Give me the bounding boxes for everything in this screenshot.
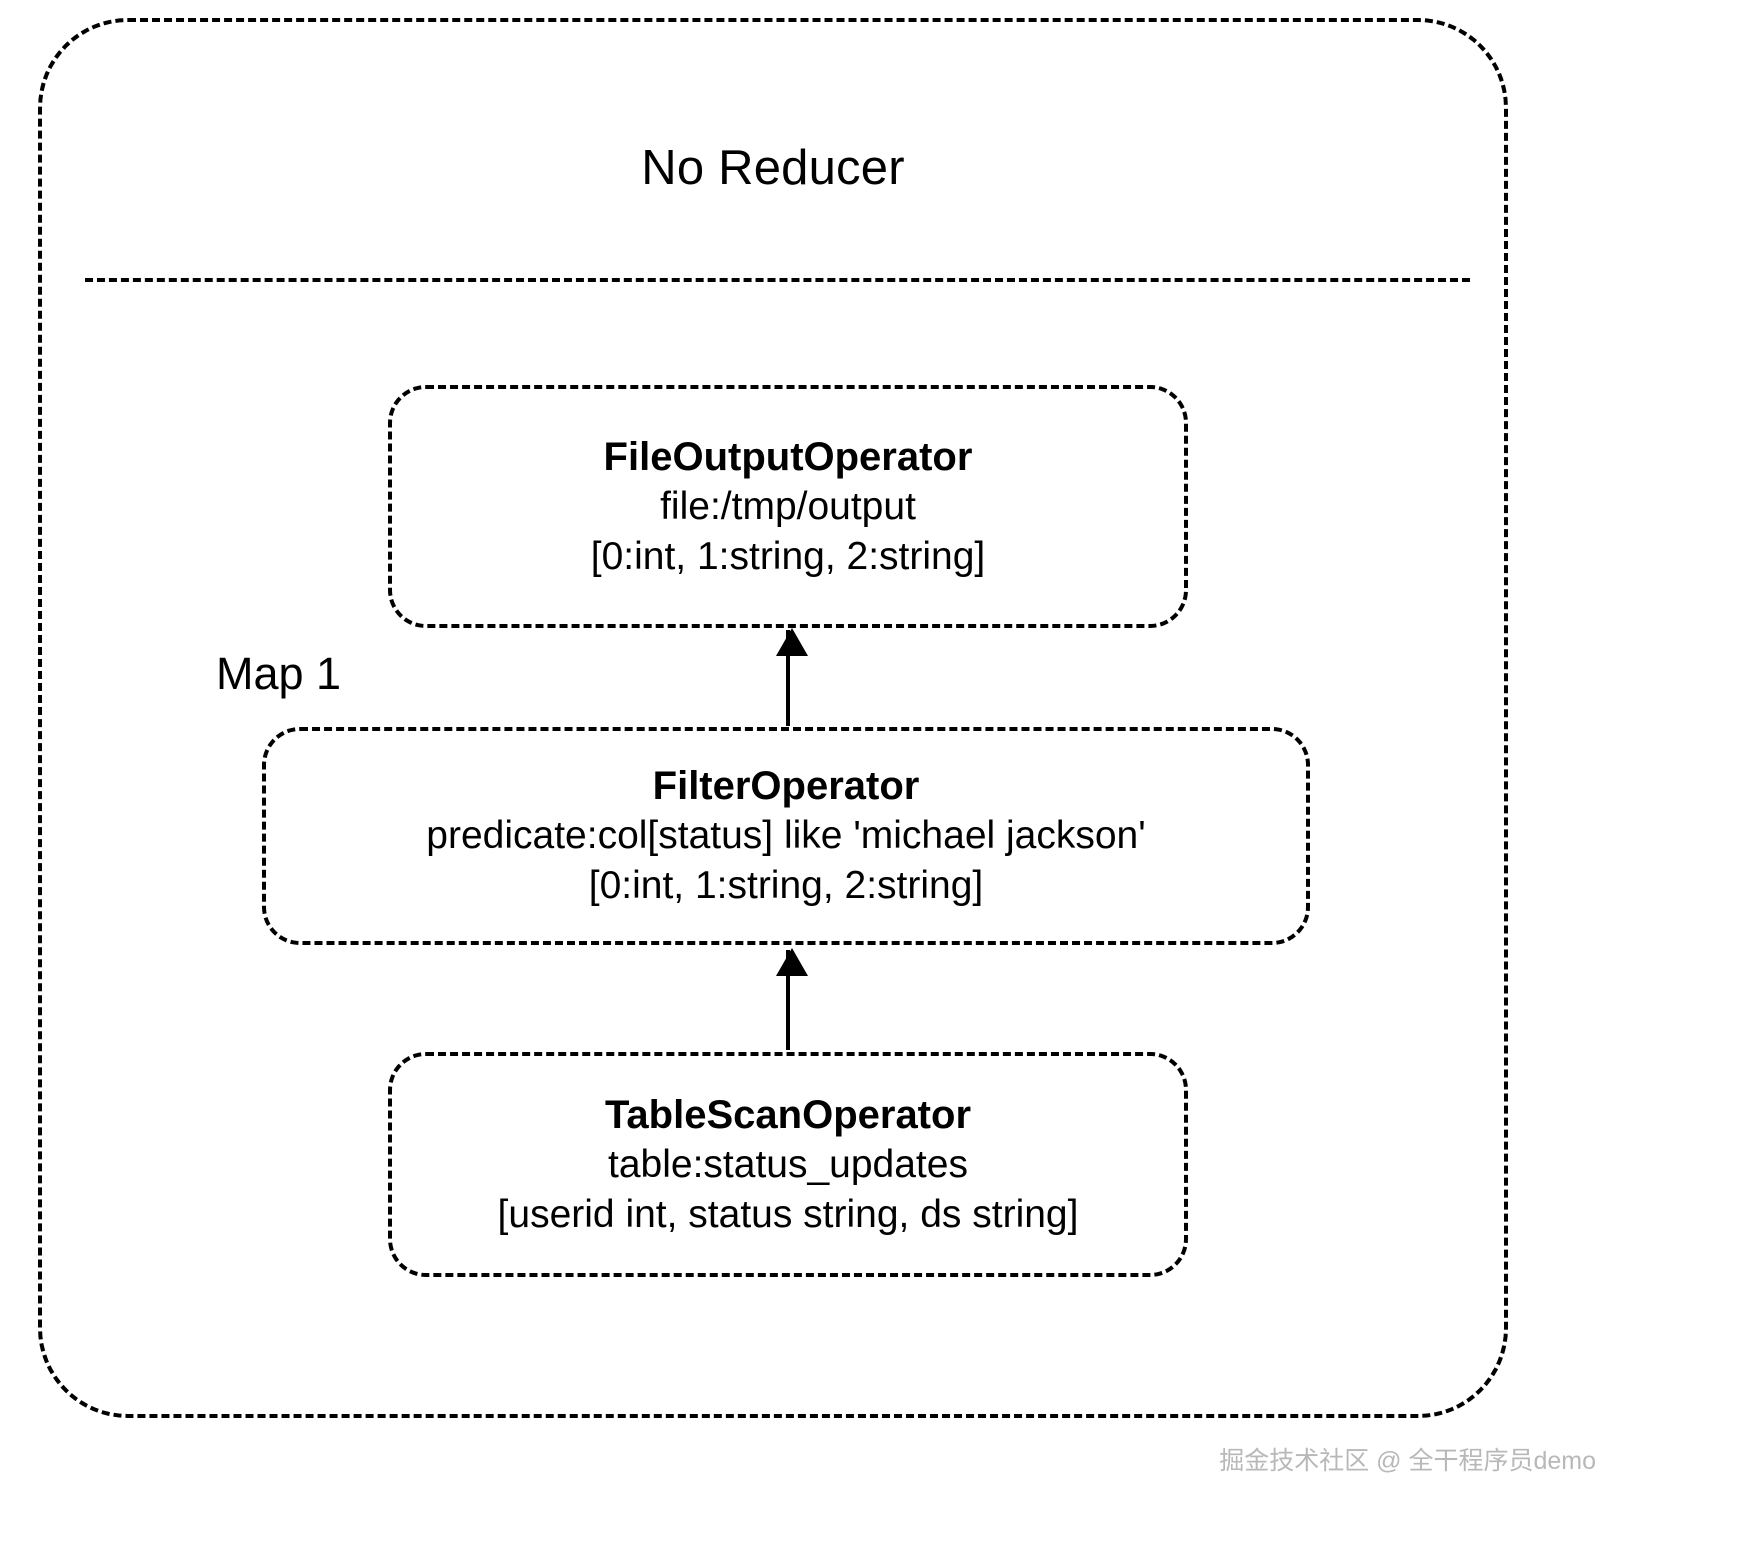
- node-detail-file-output-operator: file:/tmp/output: [660, 484, 916, 528]
- stage-title: No Reducer: [641, 141, 905, 195]
- node-title-filter-operator: FilterOperator: [652, 764, 920, 808]
- node-schema-file-output-operator: [0:int, 1:string, 2:string]: [590, 534, 986, 578]
- node-detail-filter-operator: predicate:col[status] like 'michael jack…: [426, 814, 1146, 857]
- edge-filter-to-file-output-arrow-icon: [776, 628, 808, 726]
- edge-table-scan-to-filter-arrow-icon: [776, 948, 808, 1050]
- node-file-output-operator[interactable]: FileOutputOperator file:/tmp/output [0:i…: [388, 385, 1188, 628]
- node-schema-table-scan-operator: [userid int, status string, ds string]: [497, 1192, 1079, 1236]
- node-title-table-scan-operator: TableScanOperator: [604, 1092, 972, 1137]
- node-schema-filter-operator: [0:int, 1:string, 2:string]: [588, 864, 984, 907]
- node-detail-table-scan-operator: table:status_updates: [608, 1142, 968, 1186]
- node-filter-operator[interactable]: FilterOperator predicate:col[status] lik…: [262, 727, 1310, 945]
- stage-divider: [85, 278, 1470, 282]
- stage-container-no-reducer: [38, 18, 1508, 1418]
- vertex-label-map-1: Map 1: [216, 648, 342, 699]
- watermark: 掘金技术社区 @ 全干程序员demo: [1219, 1447, 1596, 1475]
- node-title-file-output-operator: FileOutputOperator: [603, 434, 973, 479]
- node-table-scan-operator[interactable]: TableScanOperator table:status_updates […: [388, 1052, 1188, 1277]
